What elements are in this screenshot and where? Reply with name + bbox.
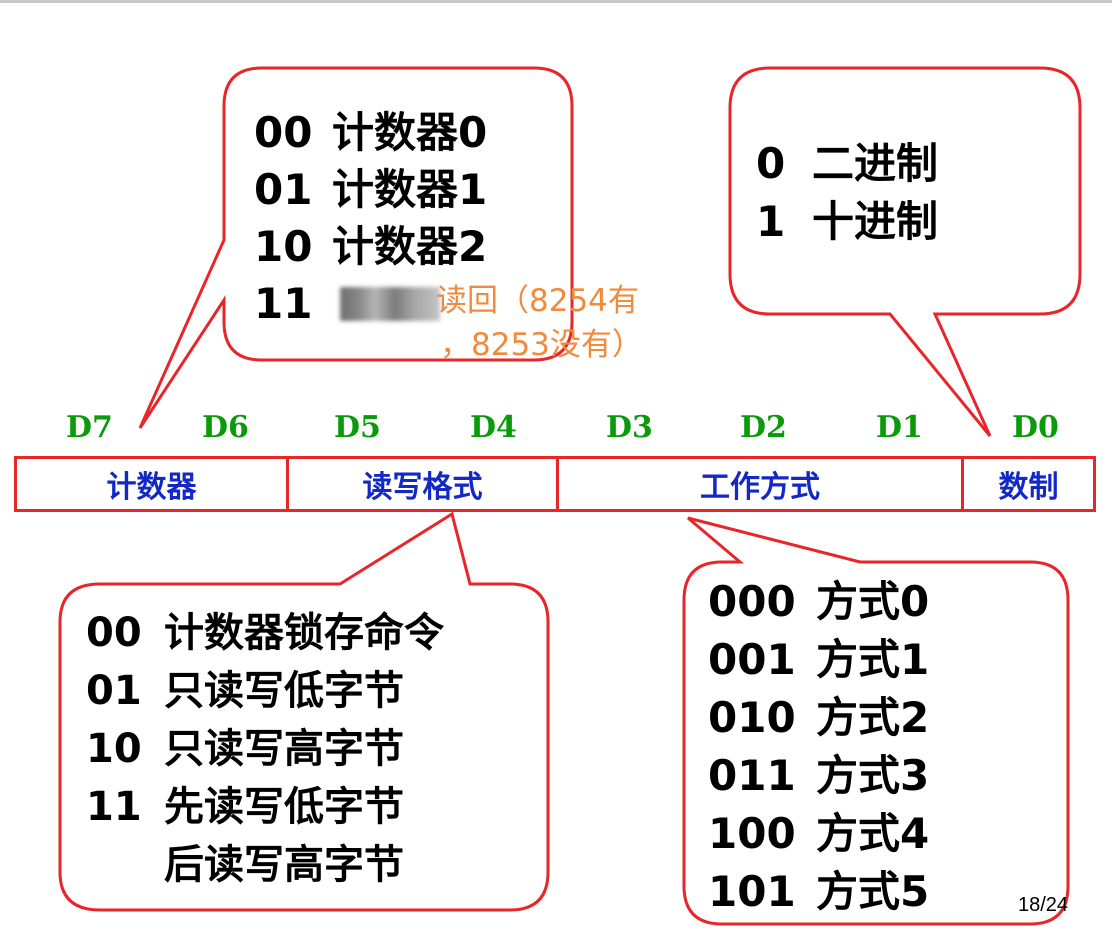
list-item: 0 二进制	[756, 135, 938, 193]
label: 方式2	[816, 693, 930, 742]
code: 011	[708, 751, 796, 800]
label: 只读写高字节	[164, 726, 404, 772]
bit-label-d4: D4	[470, 410, 517, 445]
label: 十进制	[812, 197, 939, 246]
label: 方式3	[816, 751, 930, 800]
list-item: 10 只读写高字节	[86, 720, 444, 778]
list-item: 101 方式5	[708, 863, 929, 921]
code	[86, 836, 164, 894]
top-border	[0, 0, 1112, 3]
mode-callout	[682, 516, 1070, 926]
mode-list: 000 方式0 001 方式1 010 方式2 011 方式3 100 方式4 …	[708, 573, 929, 921]
list-item: 10 计数器2	[254, 218, 487, 275]
label: 二进制	[812, 139, 939, 188]
number-system-list: 0 二进制 1 十进制	[756, 135, 938, 251]
redacted-text	[340, 287, 440, 321]
list-item: 000 方式0	[708, 573, 929, 631]
code: 000	[708, 577, 796, 626]
read-write-list: 00 计数器锁存命令 01 只读写低字节 10 只读写高字节 11 先读写低字节…	[86, 604, 444, 894]
code: 001	[708, 635, 796, 684]
list-item: 001 方式1	[708, 631, 929, 689]
control-word-register: 计数器 读写格式 工作方式 数制	[14, 456, 1096, 512]
list-item: 010 方式2	[708, 689, 929, 747]
bit-label-d0: D0	[1012, 410, 1059, 445]
list-item: 后读写高字节	[86, 836, 444, 894]
label: 计数器1	[332, 165, 488, 214]
list-item: 011 方式3	[708, 747, 929, 805]
code: 100	[708, 809, 796, 858]
list-item: 11 先读写低字节	[86, 778, 444, 836]
code: 11	[254, 279, 313, 328]
code: 10	[254, 222, 313, 271]
label: 计数器0	[332, 108, 488, 157]
list-item: 01 计数器1	[254, 161, 487, 218]
label: 后读写高字节	[164, 842, 404, 888]
bit-label-d2: D2	[740, 410, 787, 445]
field-operating-mode: 工作方式	[559, 459, 964, 509]
bit-label-d6: D6	[202, 410, 249, 445]
label: 方式5	[816, 867, 930, 916]
code: 00	[86, 610, 142, 656]
readback-note-line1: 读回（8254有	[436, 283, 639, 319]
label: 计数器2	[332, 222, 488, 271]
label: 只读写低字节	[164, 668, 404, 714]
label: 方式1	[816, 635, 930, 684]
bit-label-d7: D7	[66, 410, 113, 445]
label: 方式4	[816, 809, 930, 858]
page-number: 18/24	[1018, 894, 1069, 916]
counter-select-callout	[138, 66, 574, 429]
list-item: 00 计数器0	[254, 104, 487, 161]
counter-select-list: 00 计数器0 01 计数器1 10 计数器2 11	[254, 104, 487, 332]
label: 计数器锁存命令	[164, 610, 444, 656]
code: 01	[86, 668, 142, 714]
bit-label-d5: D5	[334, 410, 381, 445]
field-counter: 计数器	[17, 459, 289, 509]
field-number-system: 数制	[998, 470, 1059, 505]
code: 01	[254, 165, 313, 214]
code: 0	[756, 139, 786, 188]
bit-label-d3: D3	[606, 410, 653, 445]
list-item: 00 计数器锁存命令	[86, 604, 444, 662]
list-item: 100 方式4	[708, 805, 929, 863]
bit-label-d1: D1	[876, 410, 923, 445]
label: 先读写低字节	[164, 784, 404, 830]
list-item: 1 十进制	[756, 193, 938, 251]
field-read-write-format: 读写格式	[289, 459, 559, 509]
code: 1	[756, 197, 786, 246]
read-write-callout	[58, 511, 550, 912]
readback-note-line2: ，8253没有）	[440, 327, 643, 363]
code: 101	[708, 867, 796, 916]
code: 11	[86, 784, 142, 830]
number-system-callout	[728, 66, 1082, 437]
code: 00	[254, 108, 313, 157]
list-item: 01 只读写低字节	[86, 662, 444, 720]
code: 10	[86, 726, 142, 772]
list-item: 11	[254, 275, 487, 332]
code: 010	[708, 693, 796, 742]
label: 方式0	[816, 577, 930, 626]
